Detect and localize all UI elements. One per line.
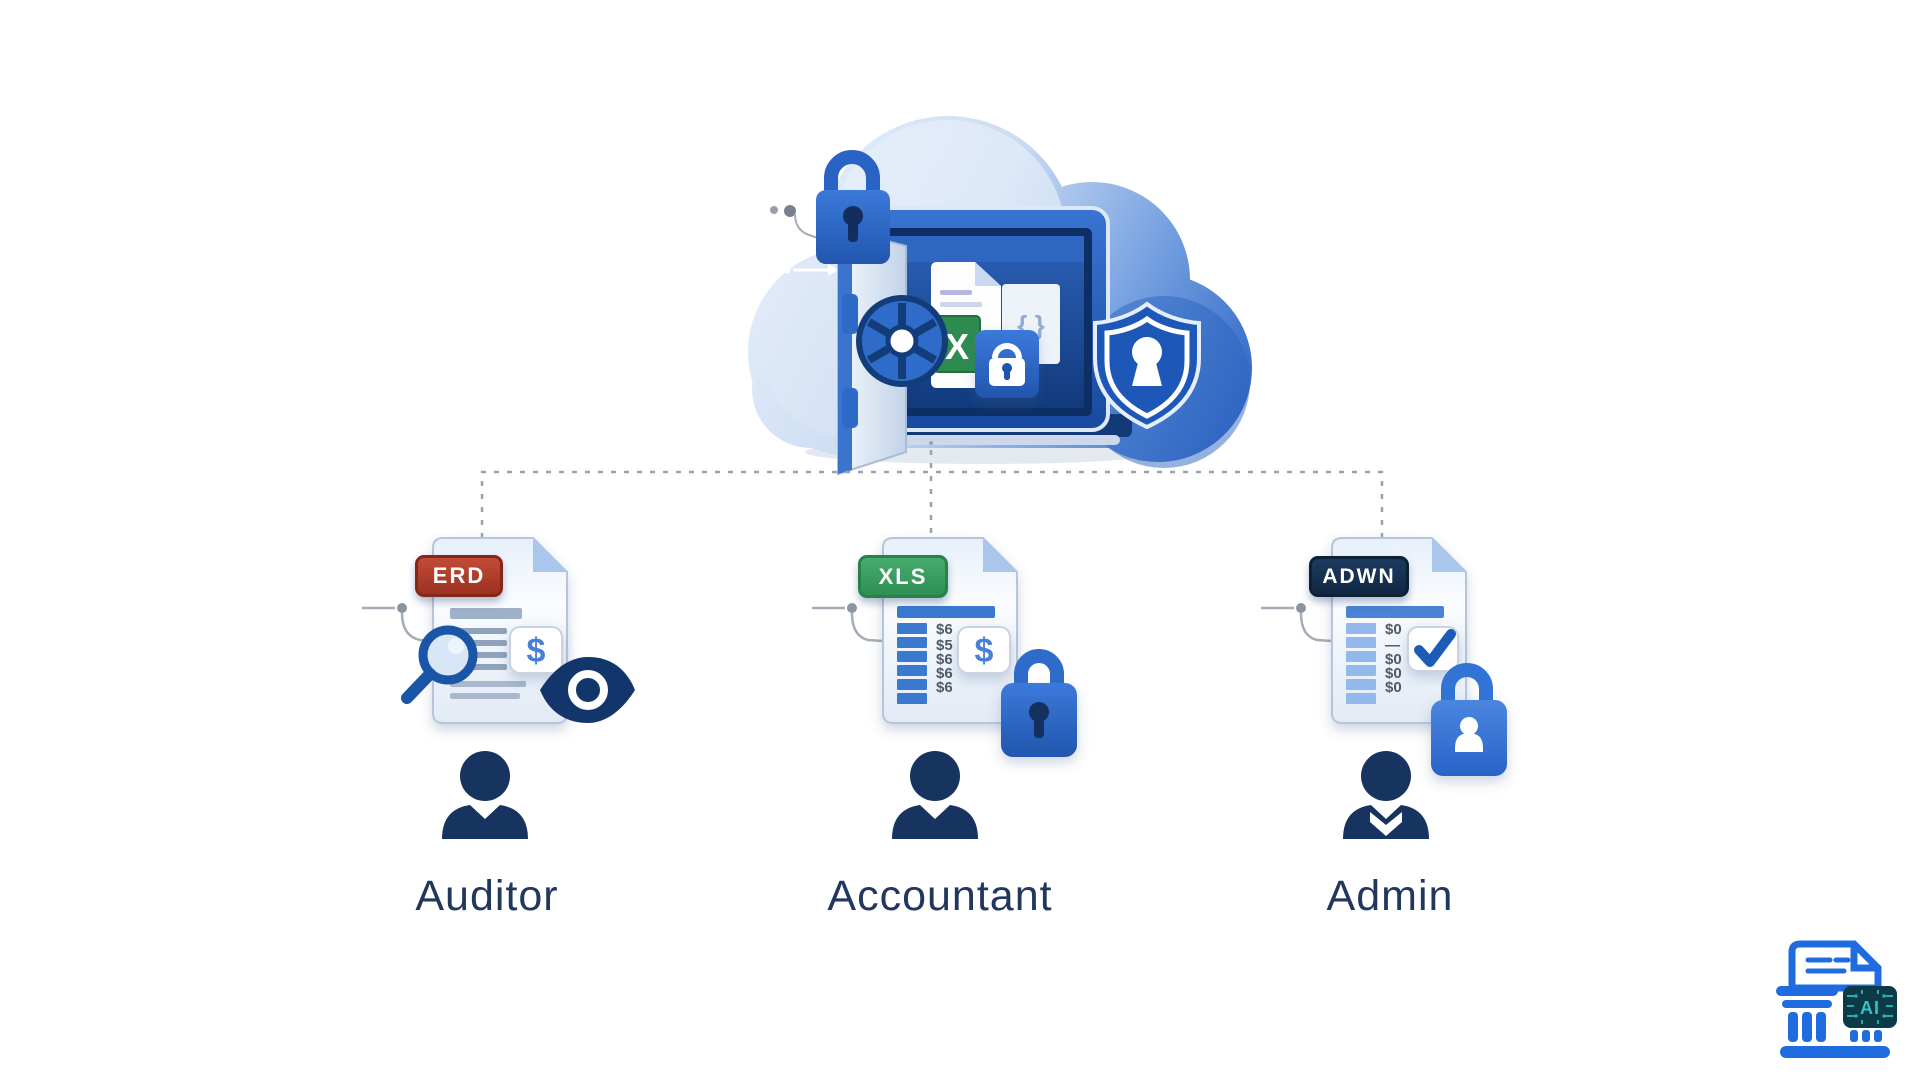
magnifier-icon: [401, 625, 478, 704]
dollar-glyph: $: [527, 632, 546, 670]
role-label-admin: Admin: [1326, 872, 1454, 920]
doc-title-bar: [450, 608, 522, 619]
dollar-glyph: $: [975, 632, 994, 670]
svg-text:$0: $0: [1385, 679, 1402, 696]
xls-badge: XLS: [858, 555, 948, 598]
adwn-badge: ADWN: [1309, 556, 1409, 597]
top-padlock-icon: [816, 150, 890, 264]
brand-logo: AI: [1776, 940, 1897, 1058]
svg-text:$0: $0: [1385, 665, 1402, 682]
spreadsheet-table: $6 $5 $6 $6 $6: [897, 606, 995, 704]
excel-file-label: X: [945, 326, 969, 367]
svg-text:$0: $0: [1385, 621, 1402, 638]
vault-lock-icon: [975, 330, 1039, 398]
svg-text:$6: $6: [936, 679, 953, 696]
role-label-auditor: Auditor: [415, 872, 559, 920]
vault-base-strip: [854, 435, 1120, 445]
admin-person-icon: [1343, 751, 1429, 839]
svg-text:$6: $6: [936, 651, 953, 668]
accountant-person-icon: [892, 751, 978, 839]
bank-pillar-icon: [1776, 986, 1890, 1058]
svg-text:$0: $0: [1385, 651, 1402, 668]
circuit-dots: [397, 603, 1306, 613]
cloud-vault-illustration: { } X: [748, 116, 1252, 476]
stub-dot: [929, 441, 933, 445]
dollar-icon: $: [957, 626, 1011, 674]
accountant-document: $6 $5 $6 $6 $6 $: [882, 537, 1077, 757]
table-values: $0 — $0 $0 $0: [1385, 621, 1402, 696]
svg-text:—: —: [1385, 637, 1400, 654]
auditor-person-icon: [442, 751, 528, 839]
dollar-icon: $: [509, 626, 563, 674]
eye-icon: [540, 657, 635, 723]
check-icon: [1407, 626, 1459, 672]
vault-door: [837, 226, 948, 476]
table-values: $6 $5 $6 $6 $6: [936, 621, 953, 696]
shield-icon: [1093, 301, 1201, 430]
erd-badge: ERD: [415, 555, 503, 597]
auditor-document: $: [401, 537, 635, 724]
spreadsheet-table: $0 — $0 $0 $0: [1346, 606, 1444, 704]
admin-chevron-icon: [1370, 812, 1402, 836]
svg-text:$6: $6: [936, 665, 953, 682]
ai-chip-icon: AI: [1843, 986, 1897, 1028]
padlock-user-icon: [1431, 663, 1507, 776]
padlock-icon: [1001, 649, 1077, 757]
svg-text:$6: $6: [936, 621, 953, 638]
logo-document-icon: [1788, 940, 1882, 992]
connector-lines: [480, 450, 1384, 538]
role-label-accountant: Accountant: [827, 872, 1053, 920]
ai-chip-label: AI: [1860, 998, 1880, 1018]
circuit-decoration-docs: [362, 606, 1333, 643]
vault-wheel-icon: [856, 295, 948, 387]
svg-text:$5: $5: [936, 637, 953, 654]
circuit-decoration-top: [770, 205, 838, 276]
